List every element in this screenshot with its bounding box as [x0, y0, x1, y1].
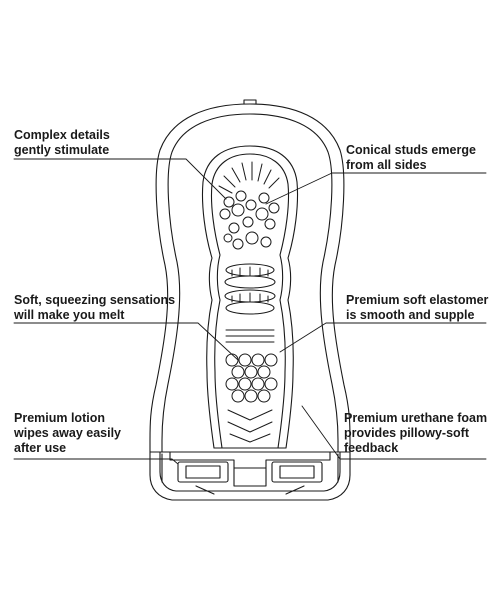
callout-text-line: will make you melt	[14, 308, 125, 322]
callout-conical-studs: Conical studs emerge from all sides	[346, 143, 476, 173]
callout-text-line: Premium soft elastomer	[346, 293, 489, 307]
lower-bump-chamber	[225, 329, 278, 443]
callout-text-line: wipes away easily	[14, 426, 122, 440]
callout-premium-lotion: Premium lotion wipes away easily after u…	[14, 411, 121, 456]
sleeve-cavity-outline	[201, 145, 299, 449]
radial-rib-chamber	[218, 161, 280, 250]
callout-soft-squeezing: Soft, squeezing sensations will make you…	[14, 293, 175, 323]
callout-text-line: Soft, squeezing sensations	[14, 293, 176, 307]
callout-urethane-foam: Premium urethane foam provides pillowy-s…	[344, 411, 487, 456]
callout-text-line: feedback	[344, 441, 399, 455]
callout-text-line: Conical studs emerge	[346, 143, 476, 157]
foam-pad-left	[177, 461, 229, 483]
base-cap-outline	[149, 451, 351, 501]
foam-pad-right	[271, 461, 323, 483]
callout-premium-elastomer: Premium soft elastomer is smooth and sup…	[346, 293, 488, 323]
top-nub	[243, 99, 257, 105]
outer-shell-outline	[149, 103, 351, 453]
callout-text-line: Premium lotion	[14, 411, 105, 425]
callout-text-line: gently stimulate	[14, 143, 110, 157]
studded-rings	[224, 263, 276, 315]
leader-lines	[13, 158, 487, 465]
callout-text-line: is smooth and supple	[346, 308, 475, 322]
callout-complex-details: Complex details gently stimulate	[14, 128, 110, 158]
callout-text-line: Premium urethane foam	[344, 411, 488, 425]
callout-text-line: provides pillowy-soft	[344, 426, 470, 440]
callout-text-line: Complex details	[14, 128, 110, 142]
callout-text-line: from all sides	[346, 158, 427, 172]
callout-text-line: after use	[14, 441, 67, 455]
inner-wall-outline	[161, 113, 251, 453]
